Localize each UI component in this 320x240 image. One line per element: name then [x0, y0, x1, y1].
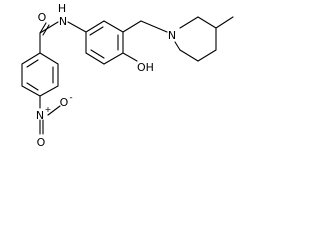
bond-co-double-a [39, 22, 47, 34]
bond-carbonyl-nitrogen [39, 21, 59, 34]
piperidine-nitrogen-label: N [168, 29, 176, 42]
phenol-ring [85, 20, 124, 65]
molecule-canvas: O H N OH N N + O - O [21, 2, 234, 149]
carbonyl-oxygen-label: O [38, 11, 47, 24]
piperidine-ring [174, 16, 217, 62]
bond-methylene-nitrogen [140, 20, 168, 33]
nitro-nitrogen-label: N [36, 109, 44, 122]
bond-co-double-b [42, 24, 50, 36]
bond-methyl [215, 16, 234, 29]
bond-nitro-oxygen-top [47, 105, 61, 116]
structure-drawing: O H N OH N N + O - O [21, 2, 234, 149]
hydroxyl-label: OH [137, 61, 154, 74]
nitro-plus-label: + [45, 105, 52, 114]
nitro-minus-label: - [69, 93, 72, 103]
bond-ring-methylene [122, 20, 142, 33]
amide-hydrogen-label: H [58, 2, 66, 15]
nitro-oxygen-top-label: O [60, 96, 69, 109]
amide-nitrogen-label: N [59, 15, 67, 28]
bond-ring-hydroxyl [122, 52, 138, 62]
bond-nitrogen-ring [67, 21, 87, 33]
nitro-oxygen-bottom-label: O [37, 136, 46, 149]
nitrobenzene-ring [21, 52, 59, 97]
